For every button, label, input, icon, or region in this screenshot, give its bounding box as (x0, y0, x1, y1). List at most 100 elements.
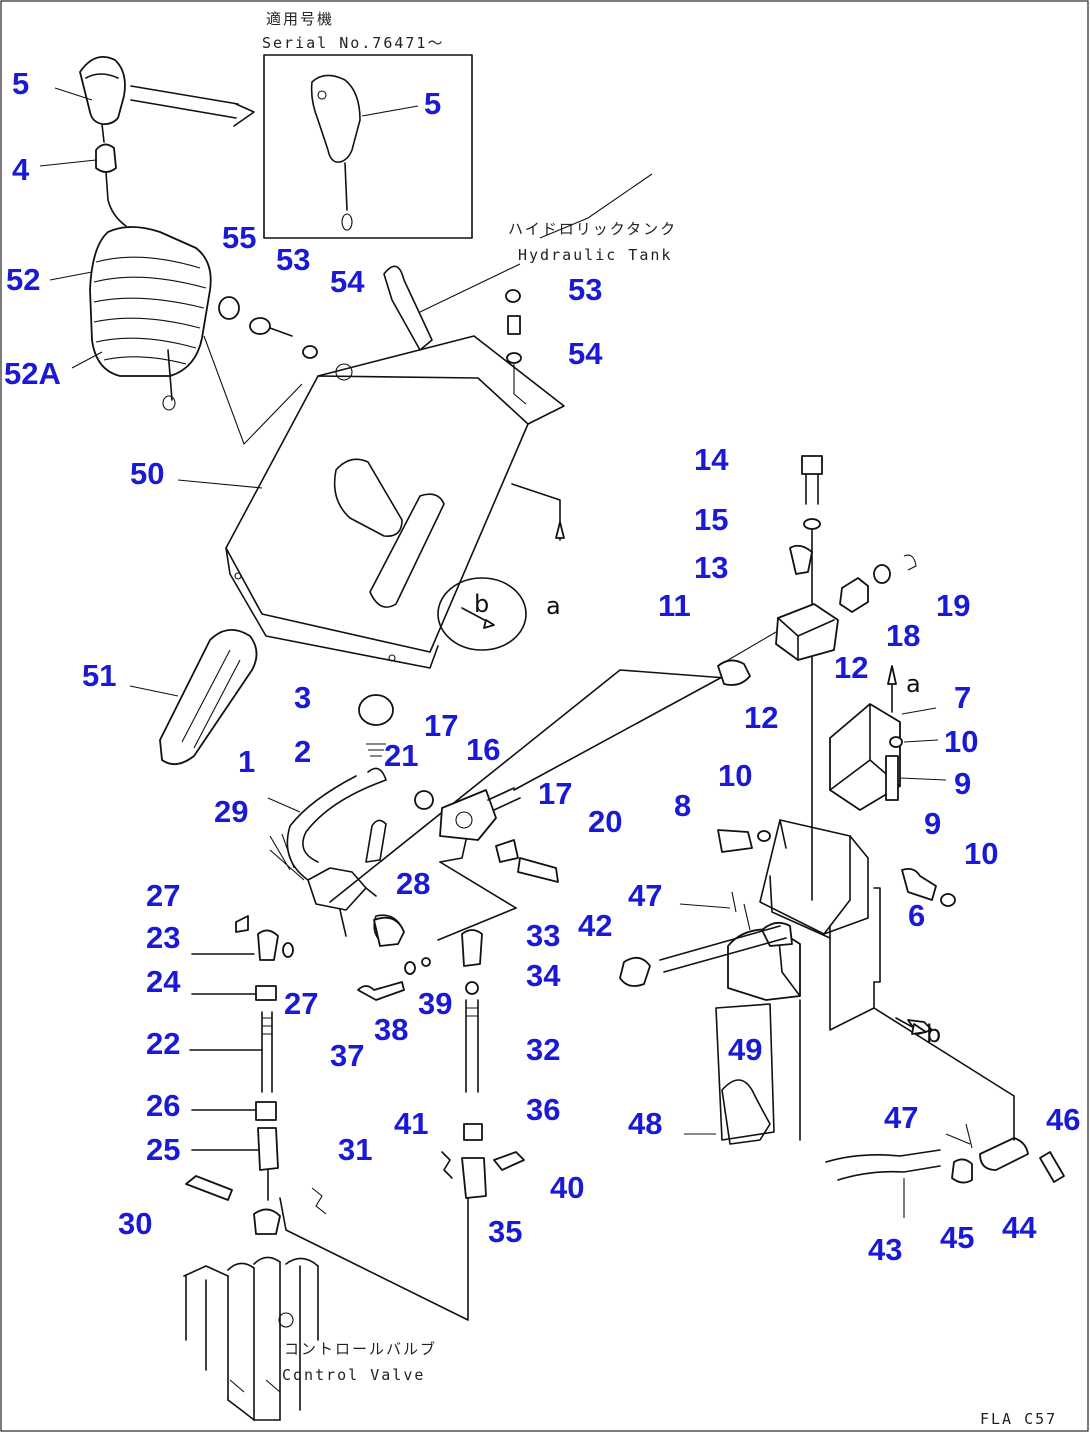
view-b-circle (437, 577, 527, 651)
callout-17-upper: 17 (424, 708, 458, 743)
bracket-stack (717, 455, 917, 901)
pivot-block (414, 787, 559, 909)
callout-21: 21 (384, 738, 418, 773)
callout-46: 46 (1046, 1102, 1080, 1137)
callout-9-lower: 9 (924, 806, 941, 841)
control-valve-label-en: Control Valve (282, 1366, 425, 1384)
callout-52a: 52A (4, 356, 61, 391)
cap-and-bolt (218, 289, 527, 405)
callout-37: 37 (330, 1038, 364, 1073)
callout-16: 16 (466, 732, 500, 767)
cross-shaft (513, 659, 751, 791)
callout-6: 6 (908, 898, 925, 933)
callout-12-upper: 12 (834, 650, 868, 685)
callout-27-lower: 27 (284, 986, 318, 1021)
callout-19: 19 (936, 588, 970, 623)
callouts: 5 4 52 52A 5 55 53 54 53 54 50 51 14 15 … (4, 66, 1080, 1267)
lower-mechanism (619, 891, 1015, 1145)
callout-53-right: 53 (568, 272, 602, 307)
figure-code: FLA C57 (980, 1410, 1057, 1428)
callout-18: 18 (886, 618, 920, 653)
callout-9-upper: 9 (954, 766, 971, 801)
callout-54-left: 54 (330, 264, 365, 299)
callout-47-upper: 47 (628, 878, 662, 913)
control-valve-label-jp: コントロールバルブ (284, 1340, 437, 1358)
serial-inset (263, 54, 473, 239)
callout-45: 45 (940, 1220, 974, 1255)
callout-50: 50 (130, 456, 164, 491)
main-bracket (717, 819, 956, 1031)
hydraulic-tank-label-en: Hydraulic Tank (518, 246, 672, 264)
view-letter-b-right: b (926, 1020, 941, 1048)
callout-35: 35 (488, 1214, 522, 1249)
callout-14: 14 (694, 442, 729, 477)
callout-41: 41 (394, 1106, 428, 1141)
callout-26: 26 (146, 1088, 180, 1123)
hydraulic-tank-label-jp: ハイドロリックタンク (508, 220, 677, 238)
callout-10-lower: 10 (964, 836, 998, 871)
callout-49: 49 (728, 1032, 762, 1067)
callout-8: 8 (674, 788, 691, 823)
callout-34: 34 (526, 958, 561, 993)
console-cover (177, 263, 565, 669)
callout-23: 23 (146, 920, 180, 955)
callout-22: 22 (146, 1026, 180, 1061)
callout-39: 39 (418, 986, 452, 1021)
callout-53-left: 53 (276, 242, 310, 277)
ball-joint (39, 143, 127, 227)
left-rod-assembly (185, 915, 469, 1321)
right-linkage (825, 1095, 1065, 1218)
callout-33: 33 (526, 918, 560, 953)
callout-55: 55 (222, 220, 256, 255)
callout-48: 48 (628, 1106, 662, 1141)
callout-25: 25 (146, 1132, 180, 1167)
inset-title: 適用号機 (266, 10, 334, 28)
lever-knob (54, 56, 255, 143)
grip-pad (129, 629, 258, 766)
callout-24: 24 (146, 964, 181, 999)
callout-42: 42 (578, 908, 612, 943)
view-letter-a-left: a (546, 592, 561, 620)
callout-51: 51 (82, 658, 116, 693)
lever-arm (267, 669, 727, 945)
callout-28: 28 (396, 866, 430, 901)
tank-leader (539, 173, 653, 239)
callout-10-middle: 10 (718, 758, 752, 793)
callout-5-knob: 5 (12, 66, 29, 101)
control-valve (183, 1256, 319, 1421)
callout-32: 32 (526, 1032, 560, 1067)
callout-2: 2 (294, 734, 311, 769)
callout-12-lower: 12 (744, 700, 778, 735)
callout-11: 11 (658, 588, 691, 623)
view-arrow-a (511, 483, 565, 541)
view-arrow-b-right (895, 1017, 927, 1035)
callout-20: 20 (588, 804, 622, 839)
callout-13: 13 (694, 550, 728, 585)
callout-1: 1 (238, 744, 255, 779)
callout-29: 29 (214, 794, 248, 829)
callout-38: 38 (374, 1012, 408, 1047)
callout-15: 15 (694, 502, 728, 537)
callout-52: 52 (6, 262, 40, 297)
middle-rod-assembly (357, 907, 525, 1199)
callout-7: 7 (954, 680, 971, 715)
callout-30: 30 (118, 1206, 152, 1241)
side-bracket (829, 703, 947, 811)
callout-44: 44 (1002, 1210, 1037, 1245)
lever-boot (49, 226, 212, 411)
callout-3: 3 (294, 680, 311, 715)
inset-serial-number: Serial No.76471～ (262, 34, 444, 52)
callout-17-lower: 17 (538, 776, 572, 811)
view-arrow-a-right (887, 665, 897, 713)
callout-27-upper: 27 (146, 878, 180, 913)
callout-40: 40 (550, 1170, 584, 1205)
view-letter-a-right: a (906, 670, 921, 698)
callout-43: 43 (868, 1232, 902, 1267)
callout-47-lower: 47 (884, 1100, 918, 1135)
callout-36: 36 (526, 1092, 560, 1127)
callout-54-right: 54 (568, 336, 603, 371)
view-letter-b-left: b (474, 590, 489, 618)
